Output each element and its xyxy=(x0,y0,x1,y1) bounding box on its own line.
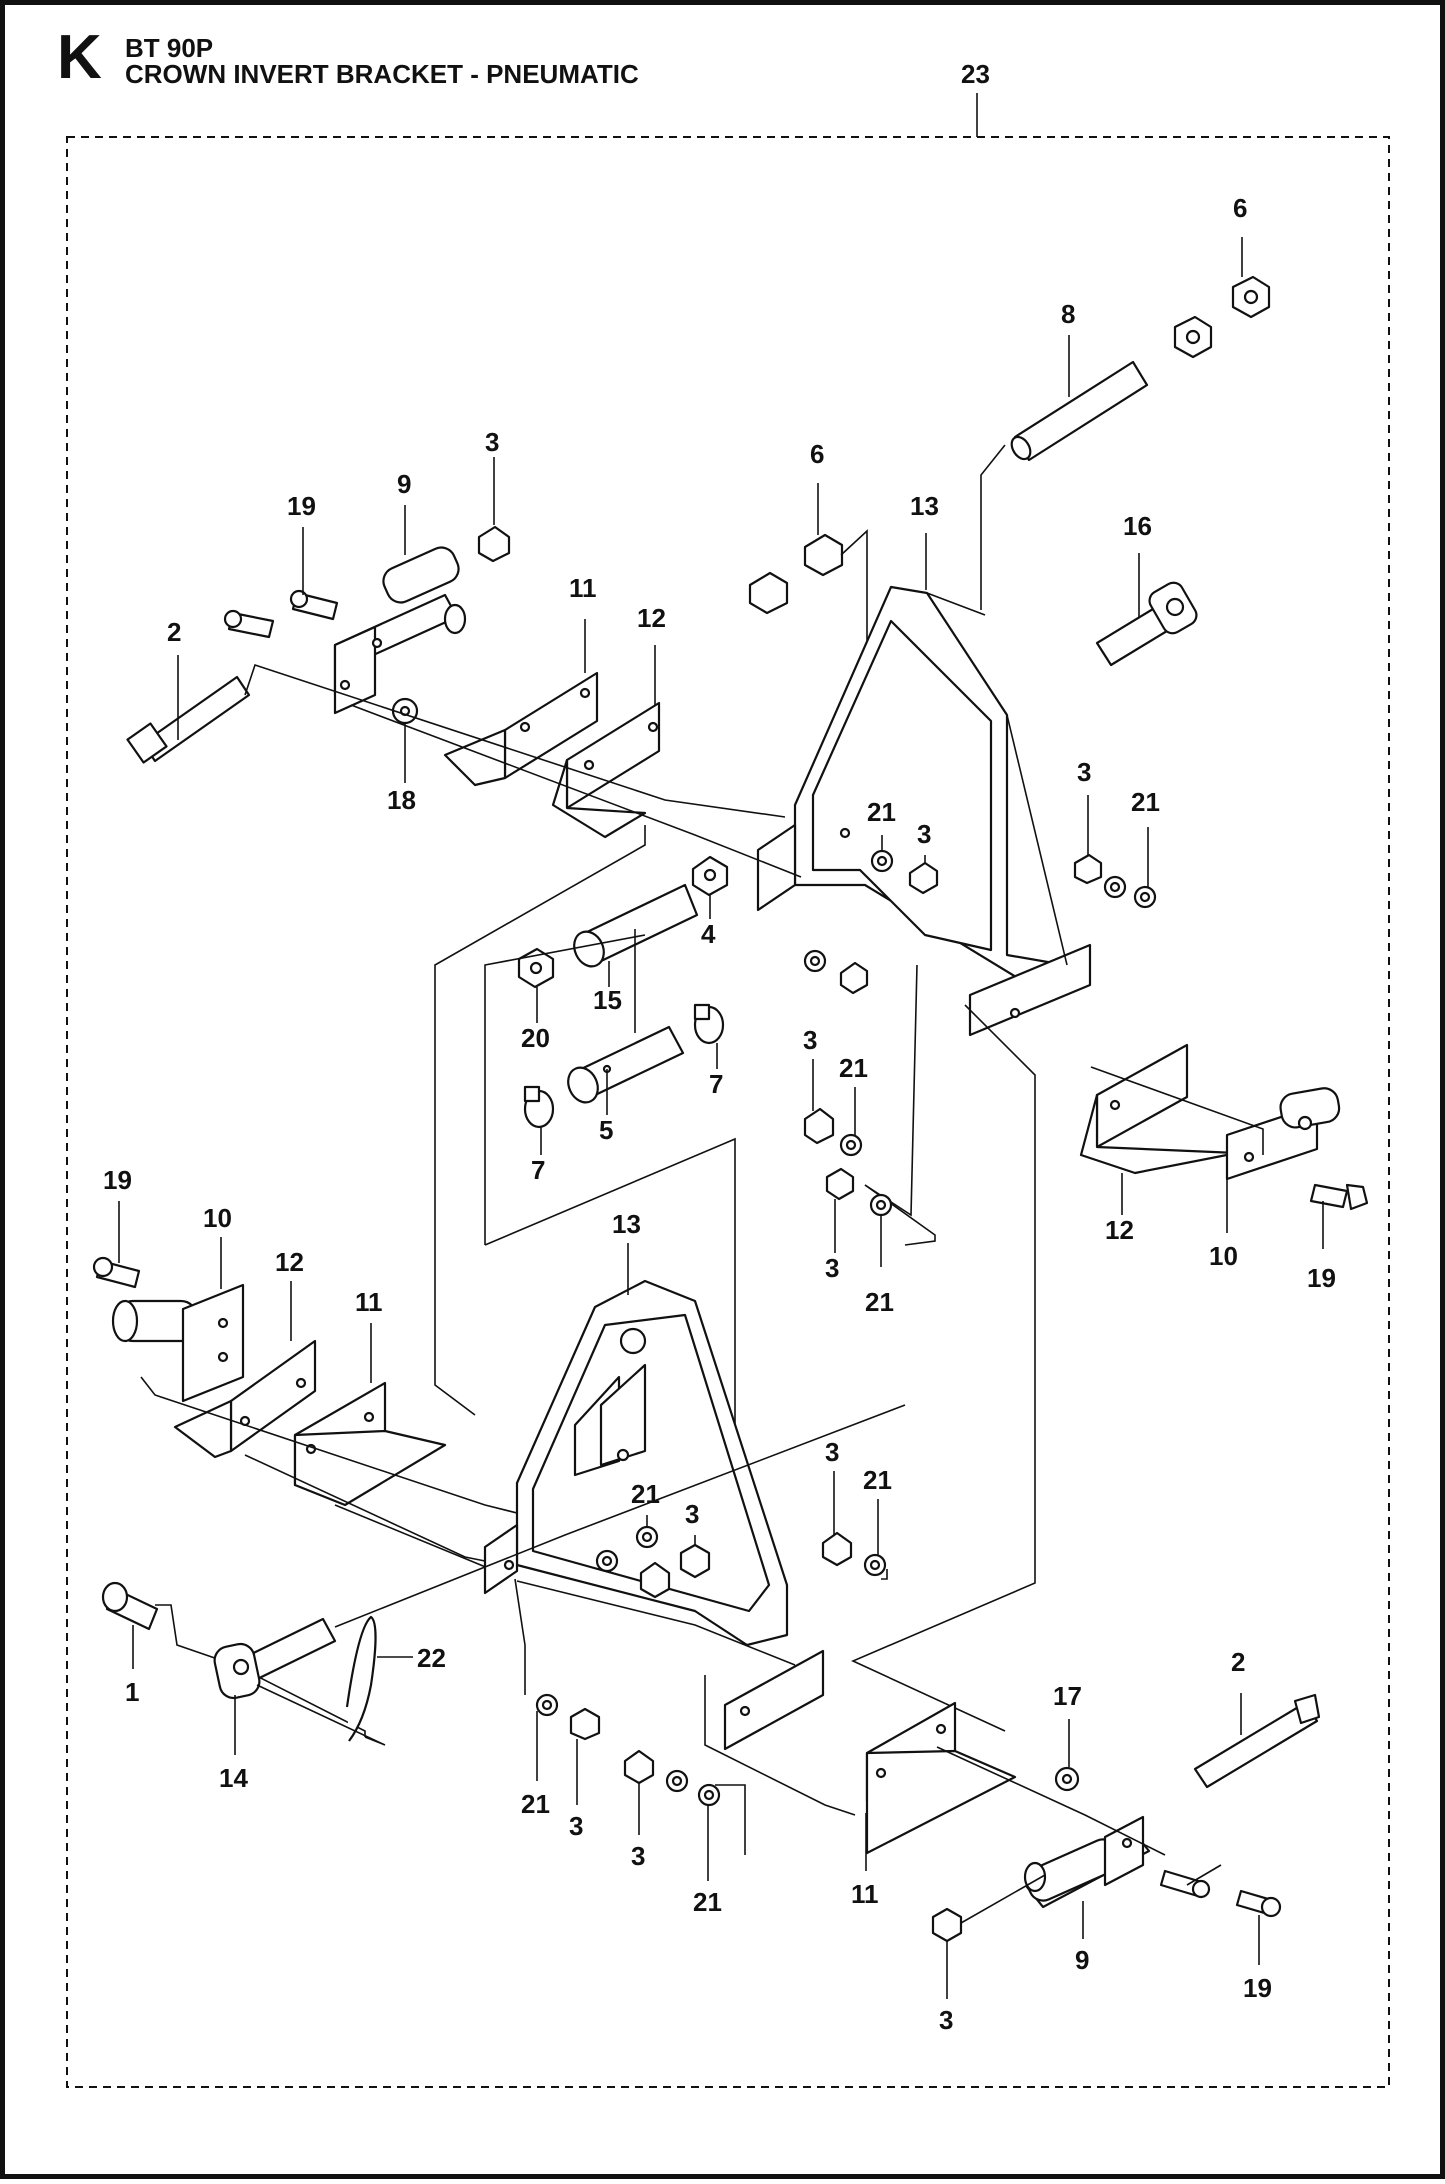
callout-11: 11 xyxy=(851,1879,879,1909)
part-bracket-11-lower xyxy=(865,1701,1017,1855)
callout-3: 3 xyxy=(917,819,931,849)
part-bolt-2-lower xyxy=(1193,1693,1321,1789)
part-pin-9-upper xyxy=(333,546,467,715)
part-nuts-21-center xyxy=(803,1107,893,1217)
model-name: BT 90P xyxy=(125,33,214,63)
part-nut-4 xyxy=(691,855,729,897)
callout-11: 11 xyxy=(355,1287,383,1317)
part-bolt-19-right xyxy=(1309,1183,1369,1211)
part-clamp-7 xyxy=(523,1003,725,1129)
part-nut-3-bottom xyxy=(931,1907,963,1943)
part-spacer-15 xyxy=(573,883,699,968)
callout-21: 21 xyxy=(631,1479,660,1509)
part-bolt-2-upper xyxy=(126,675,251,764)
callout-19: 19 xyxy=(1243,1973,1272,2003)
callout-3: 3 xyxy=(685,1499,699,1529)
callout-3: 3 xyxy=(803,1025,817,1055)
callout-17: 17 xyxy=(1053,1681,1082,1711)
callout-11: 11 xyxy=(569,573,597,603)
callout-7: 7 xyxy=(709,1069,723,1099)
callout-8: 8 xyxy=(1061,299,1075,329)
part-nuts-21-lower-right xyxy=(821,1531,887,1577)
callout-21: 21 xyxy=(839,1053,868,1083)
callout-6: 6 xyxy=(1233,193,1247,223)
part-bracket-12-right xyxy=(1079,1043,1239,1175)
part-frame-13-upper xyxy=(756,585,1092,1037)
callout-21: 21 xyxy=(863,1465,892,1495)
callout-21: 21 xyxy=(1131,787,1160,817)
callout-4: 4 xyxy=(701,919,716,949)
part-bolt-16 xyxy=(1095,581,1198,667)
callout-2: 2 xyxy=(167,617,181,647)
callout-13: 13 xyxy=(612,1209,641,1239)
callout-3: 3 xyxy=(939,2005,953,2035)
callout-12: 12 xyxy=(1105,1215,1134,1245)
callout-3: 3 xyxy=(631,1841,645,1871)
part-nut-3-right xyxy=(1073,853,1157,909)
part-bolts-19-lower xyxy=(1159,1869,1282,1918)
callout-5: 5 xyxy=(599,1115,613,1145)
part-washers-21-lower-frame xyxy=(595,1525,711,1599)
diagram-title: CROWN INVERT BRACKET - PNEUMATIC xyxy=(125,59,639,89)
callout-15: 15 xyxy=(593,985,622,1015)
part-pin-9-lower xyxy=(1023,1815,1151,1909)
callout-22: 22 xyxy=(417,1643,446,1673)
callout-19: 19 xyxy=(1307,1263,1336,1293)
callout-3: 3 xyxy=(485,427,499,457)
callout-6: 6 xyxy=(810,439,824,469)
part-shaft-5 xyxy=(567,1025,685,1104)
part-rod-8 xyxy=(1010,360,1149,462)
part-bolts-19-upper xyxy=(223,589,339,639)
part-washers-21-upper-mid xyxy=(870,849,939,895)
callout-1: 1 xyxy=(125,1677,139,1707)
callout-21: 21 xyxy=(867,797,896,827)
part-nut-6-upper xyxy=(1173,275,1271,359)
callout-10: 10 xyxy=(1209,1241,1238,1271)
exploded-view-diagram: 23 6 8 6 13 16 3 19 9 11 12 2 18 3 21 21… xyxy=(66,59,1390,2088)
callout-16: 16 xyxy=(1123,511,1152,541)
part-bolt-14 xyxy=(213,1617,337,1700)
callout-10: 10 xyxy=(203,1203,232,1233)
callout-19: 19 xyxy=(287,491,316,521)
part-fasteners-bottom-left xyxy=(535,1693,721,1807)
part-nut-6-mid xyxy=(748,533,844,615)
part-bolt-19-left xyxy=(92,1256,141,1289)
callout-2: 2 xyxy=(1231,1647,1245,1677)
part-bracket-12-left xyxy=(173,1339,317,1459)
part-pin-10-left xyxy=(111,1283,245,1403)
callout-23: 23 xyxy=(961,59,990,89)
part-pin-1 xyxy=(101,1581,159,1631)
part-clip-22 xyxy=(345,1615,377,1742)
callout-3: 3 xyxy=(1077,757,1091,787)
callout-9: 9 xyxy=(1075,1945,1089,1975)
part-nuts-under-upper-frame xyxy=(803,949,869,995)
callout-12: 12 xyxy=(275,1247,304,1277)
callout-13: 13 xyxy=(910,491,939,521)
callout-14: 14 xyxy=(219,1763,248,1793)
callout-21: 21 xyxy=(865,1287,894,1317)
callout-7: 7 xyxy=(531,1155,545,1185)
part-washer-17 xyxy=(1054,1766,1080,1792)
callout-3: 3 xyxy=(569,1811,583,1841)
callout-20: 20 xyxy=(521,1023,550,1053)
part-nut-20 xyxy=(517,947,555,989)
callout-3: 3 xyxy=(825,1253,839,1283)
part-pin-10-right xyxy=(1225,1087,1341,1181)
callout-9: 9 xyxy=(397,469,411,499)
callout-21: 21 xyxy=(521,1789,550,1819)
callout-19: 19 xyxy=(103,1165,132,1195)
part-bracket-11-upper xyxy=(443,671,599,787)
part-nut-3-upper xyxy=(477,525,511,563)
callout-12: 12 xyxy=(637,603,666,633)
callout-3: 3 xyxy=(825,1437,839,1467)
callout-21: 21 xyxy=(693,1887,722,1917)
part-frame-13-lower xyxy=(483,1279,825,1751)
part-bracket-11-left xyxy=(293,1381,447,1507)
callout-18: 18 xyxy=(387,785,416,815)
section-letter: K xyxy=(57,23,102,92)
assembly-boundary xyxy=(66,136,1390,2088)
